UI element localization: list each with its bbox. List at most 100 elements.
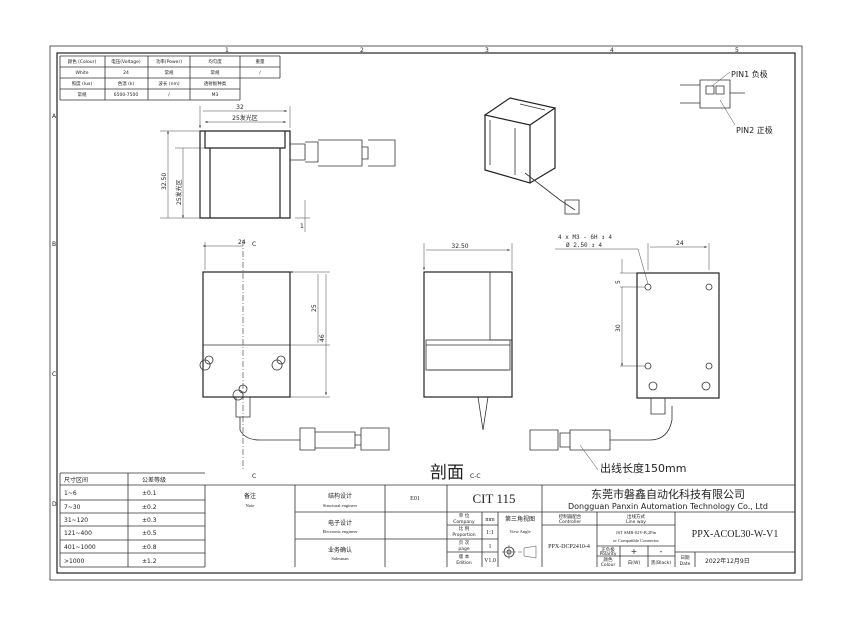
front-view-h1-text: 25 [311,304,318,312]
title-block-ed-val-text: V1.0 [484,558,496,564]
tolerance-rows-5-1-text: ±1.2 [142,558,157,565]
grid-rows-1-text: B [52,241,56,248]
tolerance-rows-1-1-text: ±0.2 [142,504,157,511]
grid-cols-0-text: 1 [225,47,229,54]
spec-table-row2-0-text: 常规 [78,91,87,98]
title-block-scale-val-text: 1:1 [486,530,494,536]
right-view: 4 x M3 - 6H ↧ 4 Ø 2.50 ↧ 4 24 5 30 出线长度1… [529,234,720,475]
grid-cols-3-text: 4 [610,47,614,54]
title-block-pol-minus-text: - [660,547,663,556]
title-block-scale-cn-text: 比 例 [459,525,470,532]
spec-table-row2-2-text: / [168,92,170,98]
title-block-scale-en-text: Proportion [452,532,475,538]
title-block: 备注 Note 结构设计 Structural engineer E01 电子设… [204,484,795,568]
spec-table-row1-0-text: White [75,70,88,76]
right-view-d2-text: 30 [615,324,622,332]
pins-pin2-text: PIN2 正极 [736,125,773,135]
title-block-date-cn-text: 日期 [681,555,690,561]
tolerance-table: 尺寸区间公差等级 1~6±0.1 7~30±0.2 31~120±0.3 121… [59,472,205,568]
third-angle-projection-icon [502,545,537,559]
title-block-date-en-text: Date [680,561,691,567]
title-block-pol-cn-text: 正负极 [601,546,615,553]
top-view-emit-h-text: 25发光区 [175,179,183,205]
grid-rows-3-text: D [52,501,57,508]
spec-table-headers-0-text: 颜色 (Colour) [68,58,97,65]
top-view-offset-text: 1 [300,223,304,230]
title-block-model-text: CIT 115 [473,491,516,506]
inner-frame [56,52,796,574]
title-block-ctrl-val-text: PPX-DCP2410-4 [548,544,590,550]
title-block-line-val2-text: or Compatible Connector [613,538,659,543]
spec-table-headers2-2-text: 波长 (nm) [158,80,179,87]
front-view-w-text: 24 [238,239,246,246]
title-block-ctrl-cn-text: 控制器配合 [559,513,582,520]
grid-rows-0-text: A [52,113,57,120]
spec-table: 颜色 (Colour) 电压(Voltage) 功率(Power) 均匀度 重量 W… [59,55,281,101]
title-block-sales-en-text: Salesman [331,556,349,561]
title-block-elec-cn-text: 电子设计 [328,519,352,527]
title-block-page-val-text: 1 [489,544,492,550]
right-view-w-text: 24 [676,240,684,247]
tolerance-rows-2-1-text: ±0.3 [142,517,157,524]
tolerance-rows-0-0-text: 1~6 [64,490,77,497]
spec-table-headers-4-text: 重量 [256,58,265,65]
tolerance-rows-4-1-text: ±0.8 [142,544,157,551]
title-block-pol-plus-text: + [631,547,638,556]
right-view-hole1-text: 4 x M3 - 6H ↧ 4 [558,234,612,241]
right-view-d1-text: 5 [615,280,622,284]
top-view-width-text: 32 [236,104,244,111]
title-block-struct-en-text: Structural engineer [323,503,358,508]
title-block-unit-en-text: Company [453,519,475,525]
grid-cols-2-text: 3 [485,47,489,54]
spec-table-row1-4-text: / [259,70,261,76]
tolerance-rows-0-1-text: ±0.1 [142,490,157,497]
right-view-hole2-text: Ø 2.50 ↧ 4 [566,242,602,249]
grid-cols-1-text: 2 [360,47,364,54]
section-view-w-text: 32.50 [451,243,468,250]
front-view-section-mark-text: C [252,473,256,480]
spec-table-headers2-1-text: 色温 (k) [118,80,135,87]
grid-cols-4-text: 5 [735,47,739,54]
spec-table-row1-2-text: 常规 [165,69,174,76]
title-block-col-w-text: 白(W) [628,559,641,566]
front-view-section-mark-text: C [252,241,256,248]
isometric-view [483,97,580,215]
title-block-company-cn-text: 东莞市磐鑫自动化科技有限公司 [591,487,745,501]
spec-table-headers-3-text: 均匀度 [208,58,222,65]
section-view-title-text: 剖面 [430,463,464,483]
spec-table-headers-1-text: 电压(Voltage) [111,58,141,65]
tolerance-rows-4-0-text: 401~1000 [64,544,96,551]
section-view: 32.50 剖面 C-C [424,243,512,483]
front-view: 24 C C 25 46 [199,239,390,480]
title-block-col-b-text: 黑(Black) [651,560,671,566]
title-block-line-cn-text: 出线方式 [627,513,645,520]
title-block-col-cn-text: 颜色 [604,556,613,563]
title-block-company-en-text: Dongguan Panxin Automation Technology Co… [568,502,768,511]
grid-labels: 1 2 3 4 5 A B C D [52,47,739,508]
title-block-ctrl-en-text: Controller [559,519,581,525]
section-view-title-suffix-text: C-C [470,473,481,480]
title-block-col-en-text: Colour [601,562,616,568]
title-block-line-val1-text: JST SMR-02V-B,2Pin [616,530,657,536]
spec-table-row2-3-text: M3 [212,92,219,98]
title-block-page-en-text: page [458,547,469,552]
title-block-elec-en-text: Electronic engineer [322,529,358,534]
spec-table-headers-2-text: 功率(Power) [156,58,182,65]
grid-rows-2-text: C [52,371,56,378]
spec-table-row1-3-text: 常规 [211,69,220,76]
front-view-h2-text: 46 [319,334,326,342]
pins-pin1-text: PIN1 负极 [731,69,768,79]
tolerance-rows-5-0-text: >1000 [64,558,84,565]
title-block-part-no-text: PPX-ACOL30-W-V1 [692,529,779,540]
top-view-height-text: 32.50 [161,173,168,190]
tolerance-rows-3-0-text: 121~400 [64,530,92,537]
cable-note-text: 出线长度150mm [600,461,686,475]
title-block-ed-cn-text: 版 本 [459,553,470,560]
top-view: 32 25发光区 32.50 25发光区 1 [160,104,396,232]
spec-table-row2-1-text: 6500-7500 [114,92,139,98]
title-block-ed-en-text: Edition [456,560,472,566]
title-block-view-en-text: View Angle [509,529,530,534]
spec-table-row1-1-text: 24 [123,70,129,76]
spec-table-headers2-0-text: 照度 (lux) [72,80,93,87]
